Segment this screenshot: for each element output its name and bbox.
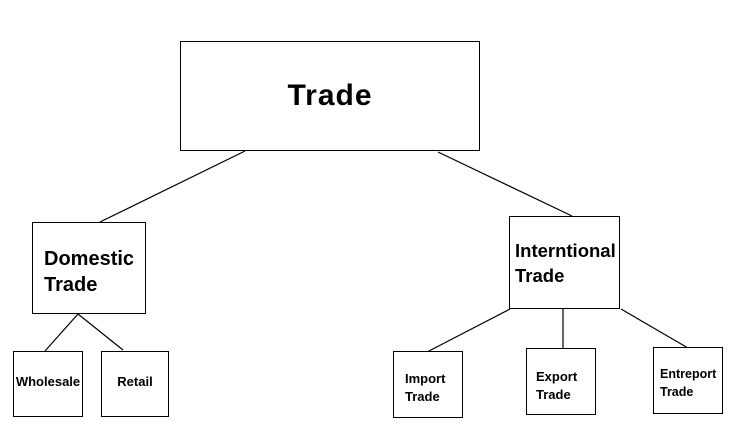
node-interntional-trade-label-line1: Interntional <box>515 240 616 261</box>
connector-trade-international <box>437 151 573 217</box>
node-trade: Trade <box>180 41 480 151</box>
connector-domestic-retail <box>77 313 124 351</box>
connector-international-entreport <box>620 308 689 349</box>
connector-trade-domestic <box>99 150 246 223</box>
node-import-trade: Import Trade <box>393 351 463 418</box>
node-entreport-trade: Entreport Trade <box>653 347 723 414</box>
node-export-trade-label-line1: Export <box>536 369 578 384</box>
node-domestic-trade-label-line1: Domestic <box>44 248 135 270</box>
node-interntional-trade-label-line2: Trade <box>515 265 565 286</box>
node-domestic-trade-label-line2: Trade <box>44 274 98 296</box>
node-trade-label: Trade <box>287 79 373 112</box>
connector-international-import <box>426 308 511 353</box>
node-interntional-trade: Interntional Trade <box>509 216 620 309</box>
node-import-trade-label-line1: Import <box>405 371 446 386</box>
node-wholesale-label: Wholesale <box>15 374 81 389</box>
node-domestic-trade: Domestic Trade <box>32 222 146 314</box>
node-wholesale: Wholesale <box>13 351 83 417</box>
node-entreport-trade-label-line2: Trade <box>660 385 694 399</box>
connector-domestic-wholesale <box>44 313 79 352</box>
node-export-trade-label-line2: Trade <box>536 387 571 402</box>
node-import-trade-label-line2: Trade <box>405 389 440 404</box>
node-export-trade: Export Trade <box>526 348 596 415</box>
node-retail: Retail <box>101 351 169 417</box>
node-entreport-trade-label-line1: Entreport <box>660 367 717 381</box>
node-retail-label: Retail <box>117 374 153 389</box>
